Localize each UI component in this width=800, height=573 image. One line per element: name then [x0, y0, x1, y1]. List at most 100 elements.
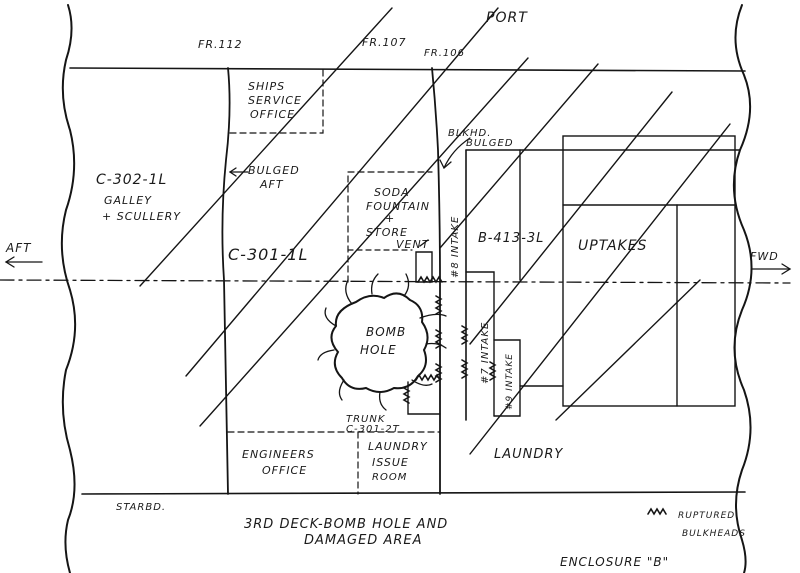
svg-text:C-301-2T: C-301-2T — [346, 424, 400, 435]
svg-text:FOUNTAIN: FOUNTAIN — [366, 200, 430, 213]
crack — [403, 273, 410, 297]
svg-text:OFFICE: OFFICE — [262, 464, 307, 477]
fwd-label: FWD — [750, 250, 779, 263]
hatch-line — [469, 91, 673, 345]
svg-text:+: + — [385, 212, 395, 225]
bulged-aft-arrowhead — [228, 167, 237, 177]
legend-rupture-symbol — [647, 507, 667, 516]
svg-text:+ SCULLERY: + SCULLERY — [102, 210, 181, 223]
svg-text:BLKHD.: BLKHD. — [448, 128, 491, 139]
uptakes-outer-box — [562, 135, 736, 407]
soda-fountain-label: SODA FOUNTAIN + STORE — [366, 186, 430, 239]
svg-text:HOLE: HOLE — [360, 343, 397, 357]
svg-text:BULGED: BULGED — [466, 138, 514, 149]
trunk-label: TRUNK C-301-2T — [346, 414, 400, 435]
rupture-mark — [402, 387, 411, 404]
bulkhead-fr112 — [221, 67, 231, 495]
svg-text:ENGINEERS: ENGINEERS — [242, 448, 315, 461]
svg-text:LAUNDRY: LAUNDRY — [368, 440, 428, 453]
uptakes-label: UPTAKES — [578, 238, 647, 254]
crack — [425, 342, 447, 349]
intake9-box — [493, 339, 521, 417]
c301-label: C-301-1L — [228, 245, 308, 264]
svg-text:BOMB: BOMB — [366, 325, 406, 339]
port-boundary-line — [69, 67, 746, 72]
bulged-aft-label: BULGED AFT — [248, 164, 300, 191]
rupture-mark — [434, 363, 443, 383]
b413-label: B-413-3L — [478, 231, 544, 246]
hull-edge-aft — [60, 4, 77, 573]
svg-text:AFT: AFT — [259, 178, 284, 191]
bulkhead-fr106 — [431, 67, 441, 495]
hatch-line — [139, 7, 393, 287]
vent-arrow — [419, 239, 429, 247]
galley-label: C-302-1L GALLEY + SCULLERY — [96, 172, 181, 223]
svg-text:ISSUE: ISSUE — [372, 456, 409, 469]
rupture-mark — [415, 373, 441, 382]
hatch-line — [185, 7, 499, 377]
rupture-mark — [460, 325, 469, 345]
svg-text:TRUNK: TRUNK — [346, 414, 386, 425]
starboard-boundary-line — [81, 491, 746, 495]
centerline — [0, 279, 791, 284]
svg-text:DAMAGED AREA: DAMAGED AREA — [304, 533, 422, 548]
fwd-arrow-head — [781, 263, 792, 275]
bomb-hole-label: BOMB HOLE — [360, 325, 406, 357]
diagram-title: 3RD DECK-BOMB HOLE AND DAMAGED AREA — [244, 517, 448, 548]
vent-label: VENT — [396, 238, 430, 251]
svg-text:OFFICE: OFFICE — [250, 108, 295, 121]
svg-text:GALLEY: GALLEY — [104, 194, 152, 207]
blkhd-bulged-label: BLKHD. BULGED — [448, 128, 514, 149]
hatch-line — [199, 57, 529, 427]
intake-9-label: #9 INTAKE — [505, 353, 515, 410]
starboard-label: STARBD. — [116, 502, 166, 513]
hatch-line — [555, 279, 701, 421]
intake-8-label: #8 INTAKE — [450, 216, 461, 278]
hatch-line — [469, 123, 731, 455]
ships-service-office-outline — [229, 69, 324, 134]
ships-service-office-label: SHIPS SERVICE OFFICE — [248, 80, 302, 121]
engineers-office-label: ENGINEERS OFFICE — [242, 448, 315, 477]
legend-ruptured: RUPTURED — [678, 511, 735, 521]
frame-112-label: FR.112 — [198, 38, 242, 51]
blkhd-arrowhead — [439, 159, 452, 170]
legend: RUPTURED BULKHEADS — [678, 511, 746, 539]
laundry-issue-room-label: LAUNDRY ISSUE ROOM — [368, 440, 428, 483]
crack — [324, 307, 337, 327]
hull-edge-forward — [732, 4, 753, 573]
svg-text:3RD DECK-BOMB HOLE AND: 3RD DECK-BOMB HOLE AND — [244, 517, 448, 532]
svg-text:ROOM: ROOM — [372, 472, 407, 483]
crack — [317, 349, 335, 361]
hatch-line — [439, 63, 599, 249]
frame-106-label: FR.106 — [424, 48, 465, 59]
rupture-mark — [488, 361, 497, 381]
intake7-box — [465, 271, 495, 417]
svg-text:SERVICE: SERVICE — [248, 94, 302, 107]
crack — [378, 391, 387, 411]
svg-text:SODA: SODA — [374, 186, 410, 199]
legend-bulkheads: BULKHEADS — [682, 529, 746, 539]
svg-text:BULGED: BULGED — [248, 164, 300, 177]
enclosure-label: ENCLOSURE "B" — [560, 555, 669, 569]
rupture-mark — [434, 329, 443, 349]
crack — [345, 279, 353, 305]
svg-text:C-302-1L: C-302-1L — [96, 172, 167, 188]
crack — [370, 273, 379, 295]
laundry-label: LAUNDRY — [494, 447, 563, 462]
svg-text:STORE: STORE — [366, 226, 408, 239]
intake-7-label: #7 INTAKE — [480, 322, 491, 384]
aft-label: AFT — [5, 241, 32, 255]
aft-arrow-head — [4, 256, 15, 268]
frame-107-label: FR.107 — [362, 36, 406, 49]
damage-hatching — [139, 7, 731, 455]
port-label: PORT — [486, 10, 528, 26]
soda-fountain-outline — [347, 171, 433, 283]
blkhd-bulged-arrow — [443, 137, 471, 169]
crack — [411, 379, 433, 386]
svg-text:SHIPS: SHIPS — [248, 80, 285, 93]
rupture-mark — [434, 295, 443, 315]
rupture-mark — [417, 275, 443, 284]
ruptured-bulkhead-marks — [402, 275, 667, 516]
